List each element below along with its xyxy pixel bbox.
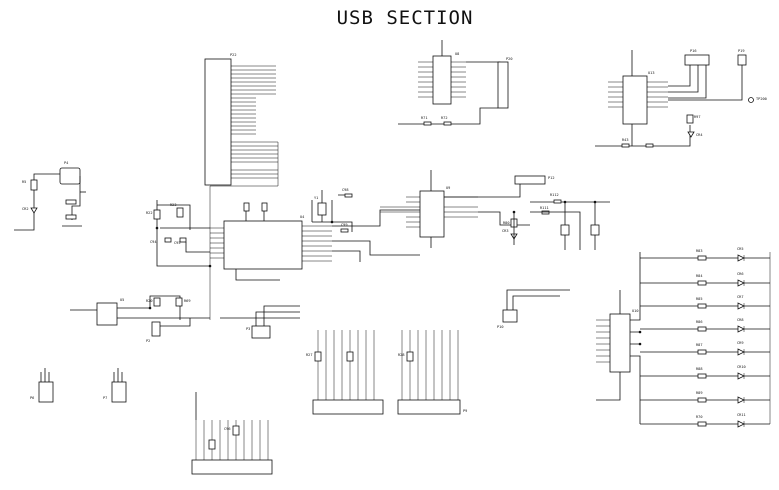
label-r97: R97 — [694, 115, 701, 119]
usb-hub-u4: U4 — [210, 202, 420, 281]
label-c95: C95 — [174, 241, 181, 245]
label-r43: R43 — [622, 138, 629, 142]
label-u13: U13 — [648, 71, 655, 75]
label-r27: R27 — [306, 353, 313, 357]
label-u9: U9 — [446, 186, 450, 190]
label-p20: P20 — [506, 57, 513, 61]
label-rb2: R84 — [696, 274, 703, 278]
label-p12: P12 — [548, 176, 555, 180]
label-r80: R80 — [503, 221, 510, 225]
buffer-u9: U9 P12 CR3 R80 — [380, 170, 555, 248]
label-rb7: R89 — [696, 391, 703, 395]
label-u10: U10 — [632, 309, 639, 313]
usb-port-p9: R112 R111 — [530, 193, 610, 250]
jumper-bank-left: P6 P7 — [30, 368, 127, 403]
label-y1: Y1 — [314, 196, 318, 200]
header-p10: P10 — [497, 289, 570, 329]
label-r69: R69 — [184, 299, 191, 303]
label-c96: C96 — [224, 427, 231, 431]
label-p3: P3 — [246, 327, 250, 331]
label-c98: C98 — [342, 188, 349, 192]
label-r71: R71 — [421, 116, 428, 120]
label-p10: P10 — [497, 325, 504, 329]
label-rb5: R87 — [696, 343, 703, 347]
label-cr11: CR11 — [737, 413, 746, 417]
label-rb4: R86 — [696, 320, 703, 324]
junctions — [148, 200, 642, 346]
label-cr3: CR3 — [502, 229, 509, 233]
label-rb1: R83 — [696, 249, 703, 253]
regulator-u5: U5 R20 R69 P2 — [70, 295, 210, 343]
buffer-u13: U13 P16 P19 TP200 R43 R97 CR4 — [595, 49, 767, 148]
label-cr2: CR2 — [22, 207, 29, 211]
usb-connector-p4: P4 R5 CR2 — [14, 161, 86, 231]
label-p4: P4 — [64, 161, 68, 165]
label-rb8: R70 — [696, 415, 703, 419]
header-p3: P3 — [220, 305, 300, 339]
wide-connector: P22 — [204, 53, 279, 320]
label-r5: R5 — [22, 180, 26, 184]
label-r23: R23 — [170, 203, 177, 207]
label-rb6: R88 — [696, 367, 703, 371]
label-r22: R22 — [146, 211, 153, 215]
label-cr9: CR9 — [737, 341, 744, 345]
label-rb3: R85 — [696, 297, 703, 301]
label-cr6: CR6 — [737, 272, 744, 276]
jumper-bank-center-a: R27 — [306, 330, 384, 415]
label-u5: U5 — [120, 298, 124, 302]
label-r112: R112 — [550, 193, 559, 197]
label-p7: P7 — [103, 396, 107, 400]
label-p6: P6 — [30, 396, 34, 400]
label-u4: U4 — [300, 215, 304, 219]
buffer-u8: U8 P20 R71 R72 — [398, 40, 513, 126]
label-c94: C94 — [150, 240, 157, 244]
label-p22: P22 — [230, 53, 237, 57]
label-p9: P9 — [463, 409, 467, 413]
label-r28: R28 — [398, 353, 405, 357]
u4-passives: R22 R23 C94 C95 — [146, 200, 210, 267]
jumper-bank-center-b: P9 R28 — [397, 330, 467, 415]
led-array: R83 R84 R85 R86 R87 R88 R89 R70 CR5 CR6 … — [640, 247, 770, 428]
label-u8: U8 — [455, 52, 459, 56]
label-p2: P2 — [146, 339, 150, 343]
label-cr7: CR7 — [737, 295, 744, 299]
label-p16: P16 — [690, 49, 697, 53]
label-cr10: CR10 — [737, 365, 746, 369]
label-r72: R72 — [441, 116, 448, 120]
label-cr5: CR5 — [737, 247, 744, 251]
label-cr8: CR8 — [737, 318, 744, 322]
label-tp200: TP200 — [756, 97, 767, 101]
label-r111: R111 — [540, 206, 549, 210]
crystal-y1: Y1 C98 C99 — [311, 188, 353, 233]
label-r20: R20 — [146, 299, 153, 303]
label-p19: P19 — [738, 49, 745, 53]
led-driver-u10: U10 — [596, 252, 771, 424]
schematic-title: USB SECTION — [337, 7, 474, 29]
jumper-bank-bottom: C96 — [191, 392, 273, 475]
label-c99: C99 — [341, 223, 348, 227]
label-cr4: CR4 — [696, 133, 703, 137]
